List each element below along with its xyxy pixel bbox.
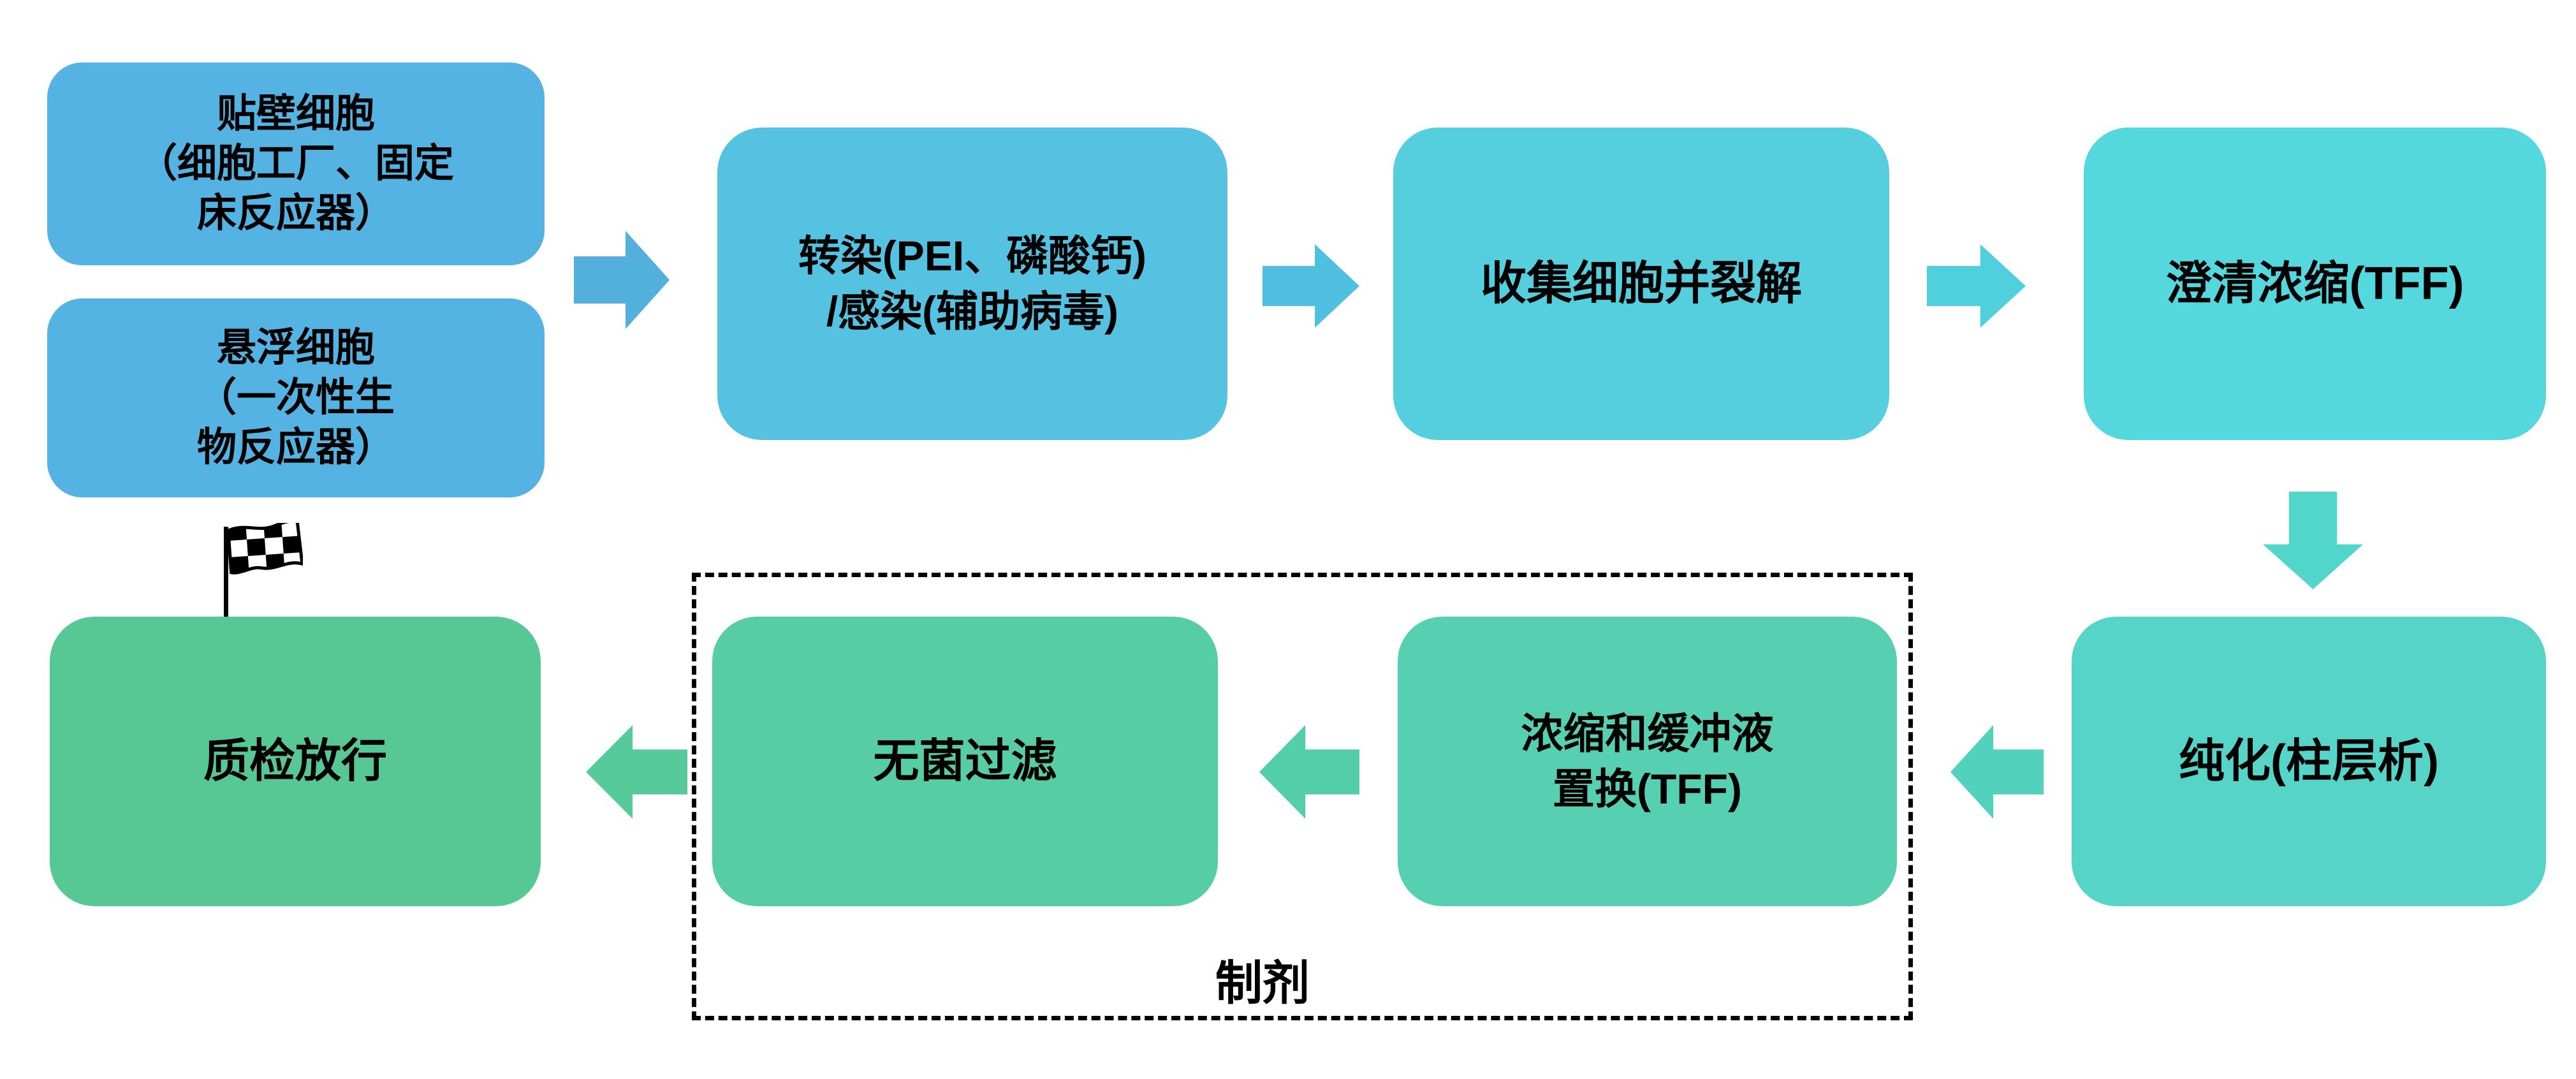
formulation-group-outline (692, 573, 1913, 1020)
arrow-down-icon (2263, 492, 2363, 589)
node-label-line: 纯化(柱层析) (2179, 736, 2439, 787)
node-label-line: 质检放行 (203, 736, 387, 787)
node-label-line: /感染(辅助病毒) (826, 288, 1119, 335)
node-clarification-tff: 澄清浓缩(TFF) (2084, 128, 2546, 440)
node-label-line: 无菌过滤 (873, 736, 1057, 787)
node-label-line: （细胞工厂、固定 (137, 141, 454, 186)
node-label-line: 浓缩和缓冲液 (1521, 709, 1774, 757)
arrow-right-icon (574, 231, 670, 329)
node-sterile-filtration: 无菌过滤 (712, 617, 1218, 906)
arrow-right-icon (1262, 244, 1359, 328)
node-label-line: （一次性生 (196, 375, 395, 420)
node-label-line: 置换(TFF) (1553, 765, 1742, 812)
node-label-line: 收集细胞并裂解 (1480, 258, 1802, 309)
arrow-left-icon (1950, 725, 2044, 819)
node-suspension-cells: 悬浮细胞 （一次性生 物反应器） (47, 298, 545, 497)
arrow-right-icon (1927, 244, 2026, 328)
arrow-left-icon (586, 725, 687, 819)
node-label-line: 物反应器） (196, 425, 395, 470)
formulation-group-label: 制剂 (1215, 957, 1310, 1009)
node-label-line: 转染(PEI、磷酸钙) (798, 231, 1147, 279)
node-adherent-cells: 贴壁细胞 （细胞工厂、固定 床反应器） (47, 62, 545, 265)
node-purification-chromatography: 纯化(柱层析) (2072, 617, 2546, 906)
node-concentration-buffer-exchange: 浓缩和缓冲液 置换(TFF) (1398, 617, 1897, 906)
node-qc-release: 质检放行 (50, 617, 541, 906)
node-label-line: 悬浮细胞 (216, 325, 375, 370)
node-label-line: 澄清浓缩(TFF) (2165, 258, 2464, 309)
node-harvest-lysis: 收集细胞并裂解 (1393, 128, 1889, 440)
finish-flag-icon (220, 519, 304, 619)
node-transfection-infection: 转染(PEI、磷酸钙) /感染(辅助病毒) (717, 128, 1227, 440)
node-label-line: 床反应器） (196, 191, 395, 236)
node-label-line: 贴壁细胞 (216, 91, 375, 136)
